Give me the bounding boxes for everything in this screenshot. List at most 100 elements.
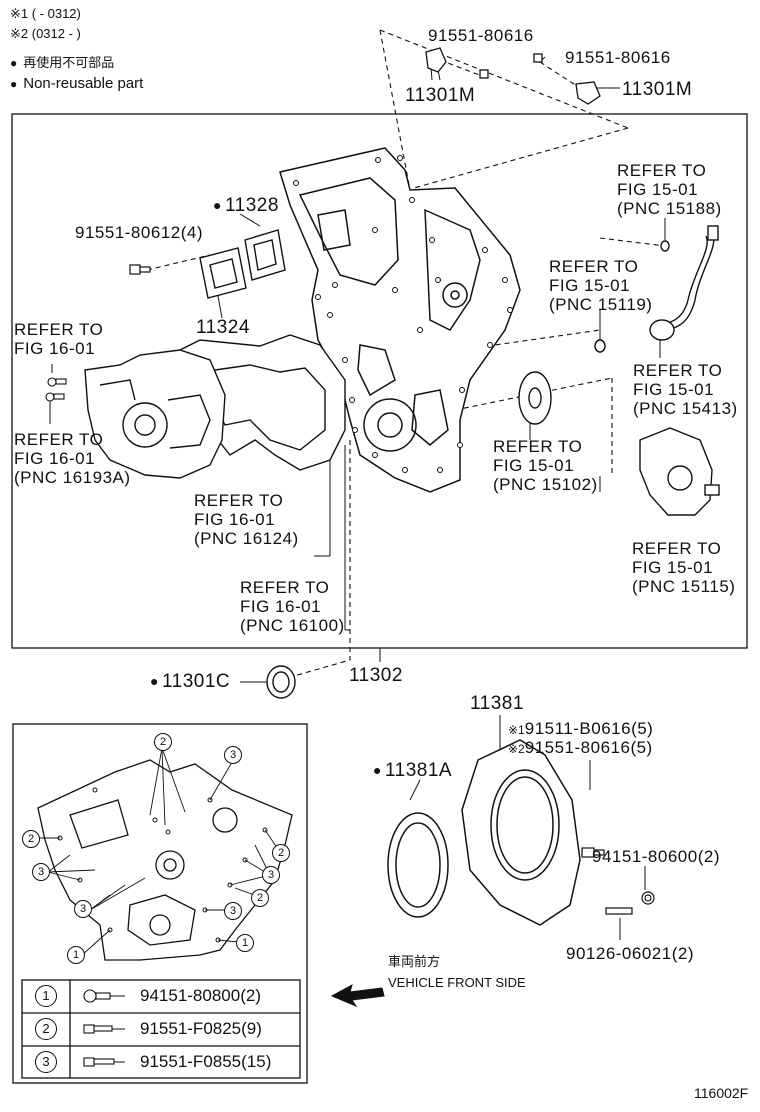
label-bolt-91551-80616-b: 91551-80616 — [565, 48, 671, 67]
table-callout-2: 2 — [35, 1018, 57, 1040]
ref-line: REFER TO — [493, 437, 583, 456]
ref-line: REFER TO — [632, 539, 722, 558]
ref-pnc-16100: REFER TO FIG 16-01 (PNC 16100) — [240, 578, 345, 635]
legend-nonreusable-jp: 再使用不可部品 — [10, 55, 114, 71]
label-retainer-11381: 11381 — [470, 693, 524, 714]
ref-fig-16-01-upper: REFER TO FIG 16-01 — [14, 320, 103, 358]
gasket-11324 — [199, 247, 247, 299]
ref-line: FIG 15-01 — [617, 180, 699, 199]
ref-line: FIG 15-01 — [632, 558, 714, 577]
table-callout-3: 3 — [35, 1051, 57, 1073]
table-part-icons — [83, 989, 115, 1067]
inset-callout-2: 2 — [22, 830, 40, 848]
oil-pump-cover — [639, 427, 720, 516]
ref-line: REFER TO — [194, 491, 284, 510]
ref-line: FIG 15-01 — [493, 456, 575, 475]
cover-bolt-holes — [293, 155, 513, 473]
legend-note-2: ※2 (0312 - ) — [10, 26, 81, 41]
ref-line: (PNC 15102) — [493, 475, 598, 494]
ref-line: (PNC 15115) — [632, 577, 736, 596]
table-part-1: 94151-80800(2) — [140, 986, 261, 1005]
table-callout-1: 1 — [35, 985, 57, 1007]
label-vehicle-front-jp: 車両前方 — [388, 954, 441, 969]
ref-line: (PNC 15119) — [549, 295, 653, 314]
label-bolt-x1: ※191511-B0616(5) — [508, 719, 654, 738]
ref-line: FIG 16-01 — [14, 449, 96, 468]
inset-callout-3: 3 — [74, 900, 92, 918]
label-sensor-11301m-b: 11301M — [622, 79, 693, 100]
ref-line: (PNC 15188) — [617, 199, 722, 218]
label-seal-11381a: 11381A — [373, 760, 452, 781]
label-cover-11302: 11302 — [349, 665, 403, 686]
small-bolts-left — [45, 377, 67, 402]
retainer-bolt — [581, 847, 605, 858]
inset-callout-1: 1 — [236, 934, 254, 952]
label-seal-11301c: 11301C — [150, 671, 230, 692]
label-bolt-91551-80616-a: 91551-80616 — [428, 26, 534, 45]
bolt-91551-80612 — [129, 264, 151, 275]
inset-callout-3: 3 — [32, 863, 50, 881]
inset-callout-1: 1 — [67, 946, 85, 964]
callout-table-frame — [21, 979, 301, 1079]
legend-note-1: ※1 ( - 0312) — [10, 6, 81, 21]
figure-code: 116002F — [694, 1085, 749, 1101]
rear-oil-seal-11381a — [387, 812, 449, 918]
table-part-3: 91551-F0855(15) — [140, 1052, 272, 1071]
ref-pnc-15119: REFER TO FIG 15-01 (PNC 15119) — [549, 257, 652, 314]
ref-pnc-16193a: REFER TO FIG 16-01 (PNC 16193A) — [14, 430, 131, 487]
label-gasket-11324: 11324 — [196, 317, 250, 338]
cam-sensor-right — [533, 53, 601, 105]
ref-pnc-15115: REFER TO FIG 15-01 (PNC 15115) — [632, 539, 735, 596]
label-bolt-x2: ※291551-80616(5) — [508, 738, 653, 757]
label-vehicle-front-en: VEHICLE FRONT SIDE — [388, 975, 526, 990]
ref-pnc-16124: REFER TO FIG 16-01 (PNC 16124) — [194, 491, 299, 548]
ref-line: REFER TO — [617, 161, 707, 180]
label-stud-90126-06021: 90126-06021(2) — [566, 944, 694, 963]
ref-line: (PNC 16124) — [194, 529, 299, 548]
ref-line: REFER TO — [633, 361, 723, 380]
ref-line: (PNC 16100) — [240, 616, 345, 635]
label-bolt-91551-80612: 91551-80612(4) — [75, 223, 203, 242]
oil-pipe — [594, 225, 719, 353]
label-gasket-11328: 11328 — [213, 195, 279, 216]
inset-callout-3: 3 — [224, 746, 242, 764]
inset-frame — [12, 723, 308, 1084]
table-part-2: 91551-F0825(9) — [140, 1019, 262, 1038]
ref-line: REFER TO — [14, 320, 104, 339]
ref-line: (PNC 16193A) — [14, 468, 131, 487]
vehicle-front-arrow — [330, 983, 385, 1008]
ref-line: FIG 16-01 — [240, 597, 322, 616]
bolt-x2-text: 91551-80616(5) — [524, 738, 653, 757]
oil-seal-11301c — [266, 665, 296, 699]
retainer-stud — [605, 907, 633, 915]
gasket-11328 — [244, 229, 286, 281]
label-nut-94151-80600: 94151-80600(2) — [592, 847, 720, 866]
inset-callout-2: 2 — [251, 889, 269, 907]
retainer-nut — [641, 891, 655, 905]
bolt-x1-text: 91511-B0616(5) — [524, 719, 654, 738]
inset-cover-outline — [37, 759, 293, 961]
ref-line: REFER TO — [549, 257, 639, 276]
label-sensor-11301m-a: 11301M — [405, 85, 476, 106]
cam-sensor-left — [425, 47, 489, 79]
timing-chain-cover — [279, 147, 521, 493]
ref-pnc-15188: REFER TO FIG 15-01 (PNC 15188) — [617, 161, 722, 218]
inset-callout-3: 3 — [262, 866, 280, 884]
oil-pump-rotor — [518, 371, 552, 425]
ref-line: (PNC 15413) — [633, 399, 738, 418]
legend-nonreusable-en: Non-reusable part — [10, 76, 143, 92]
ref-pnc-15102: REFER TO FIG 15-01 (PNC 15102) — [493, 437, 598, 494]
water-pump — [84, 349, 226, 479]
inset-callout-2: 2 — [154, 733, 172, 751]
inset-callout-3: 3 — [224, 902, 242, 920]
ref-line: REFER TO — [240, 578, 330, 597]
ref-line: FIG 15-01 — [549, 276, 631, 295]
ref-pnc-15413: REFER TO FIG 15-01 (PNC 15413) — [633, 361, 738, 418]
ref-line: FIG 16-01 — [194, 510, 276, 529]
inset-callout-2: 2 — [272, 844, 290, 862]
rear-seal-retainer-11381 — [461, 739, 581, 926]
ref-line: REFER TO — [14, 430, 104, 449]
ref-line: FIG 15-01 — [633, 380, 715, 399]
